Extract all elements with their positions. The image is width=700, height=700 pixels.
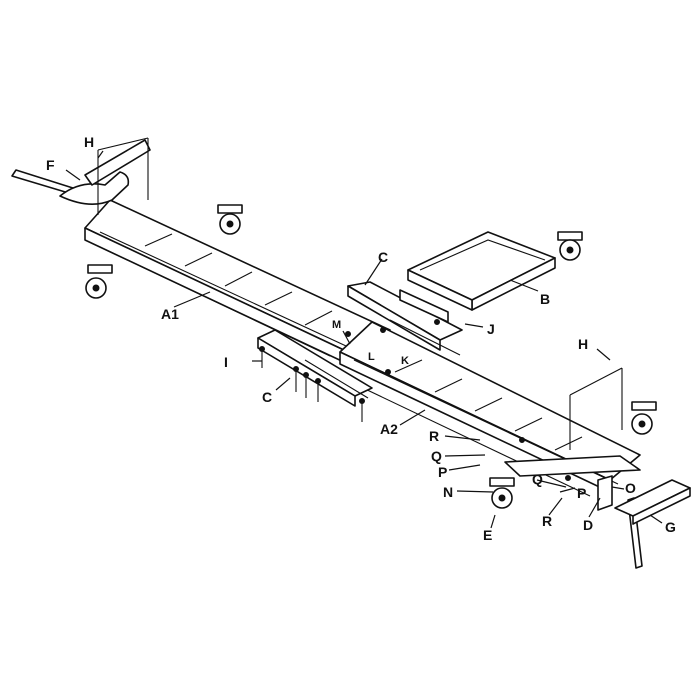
label-o: O [625,480,636,496]
bracket-h-right [569,367,623,450]
bolts-i [259,346,365,422]
handle-f [11,139,151,205]
end-plate-d [504,455,641,511]
label-i: I [224,354,228,370]
label-j: J [487,321,495,337]
label-q-left: Q [431,448,442,464]
label-m: M [332,319,341,331]
bracket-h-left [97,137,149,215]
label-g: G [665,519,676,535]
label-c-bottom: C [262,389,272,405]
label-n: N [443,484,453,500]
label-e: E [483,527,492,543]
label-l: L [368,351,375,363]
label-a1: A1 [161,306,179,322]
connector-bracket-bottom [257,329,373,407]
label-h-left: H [84,134,94,150]
handle-g [614,479,691,569]
tray-b [399,231,556,323]
caster-rear-left [217,204,243,235]
label-h-right: H [578,336,588,352]
label-f: F [46,157,55,173]
caster-e [489,477,515,509]
rail-a2 [339,321,641,497]
label-a2: A2 [380,421,398,437]
callout-labels: H F A1 C B J M L K I C A2 H R Q P N E Q … [46,134,676,543]
label-k: K [401,355,409,367]
connector-bracket-top [347,281,463,356]
label-r-left: R [429,428,439,444]
caster-front-left [85,264,113,299]
rail-a1 [84,199,391,373]
label-p-left: P [438,464,447,480]
label-b: B [540,291,550,307]
label-d: D [583,517,593,533]
label-p-right: P [577,485,586,501]
hardware-small [345,319,571,481]
label-c-top: C [378,249,388,265]
label-r-right: R [542,513,552,529]
caster-tray [557,231,583,261]
caster-rear-right [631,401,657,435]
label-q-right: Q [532,471,543,487]
leader-lines [65,150,663,529]
